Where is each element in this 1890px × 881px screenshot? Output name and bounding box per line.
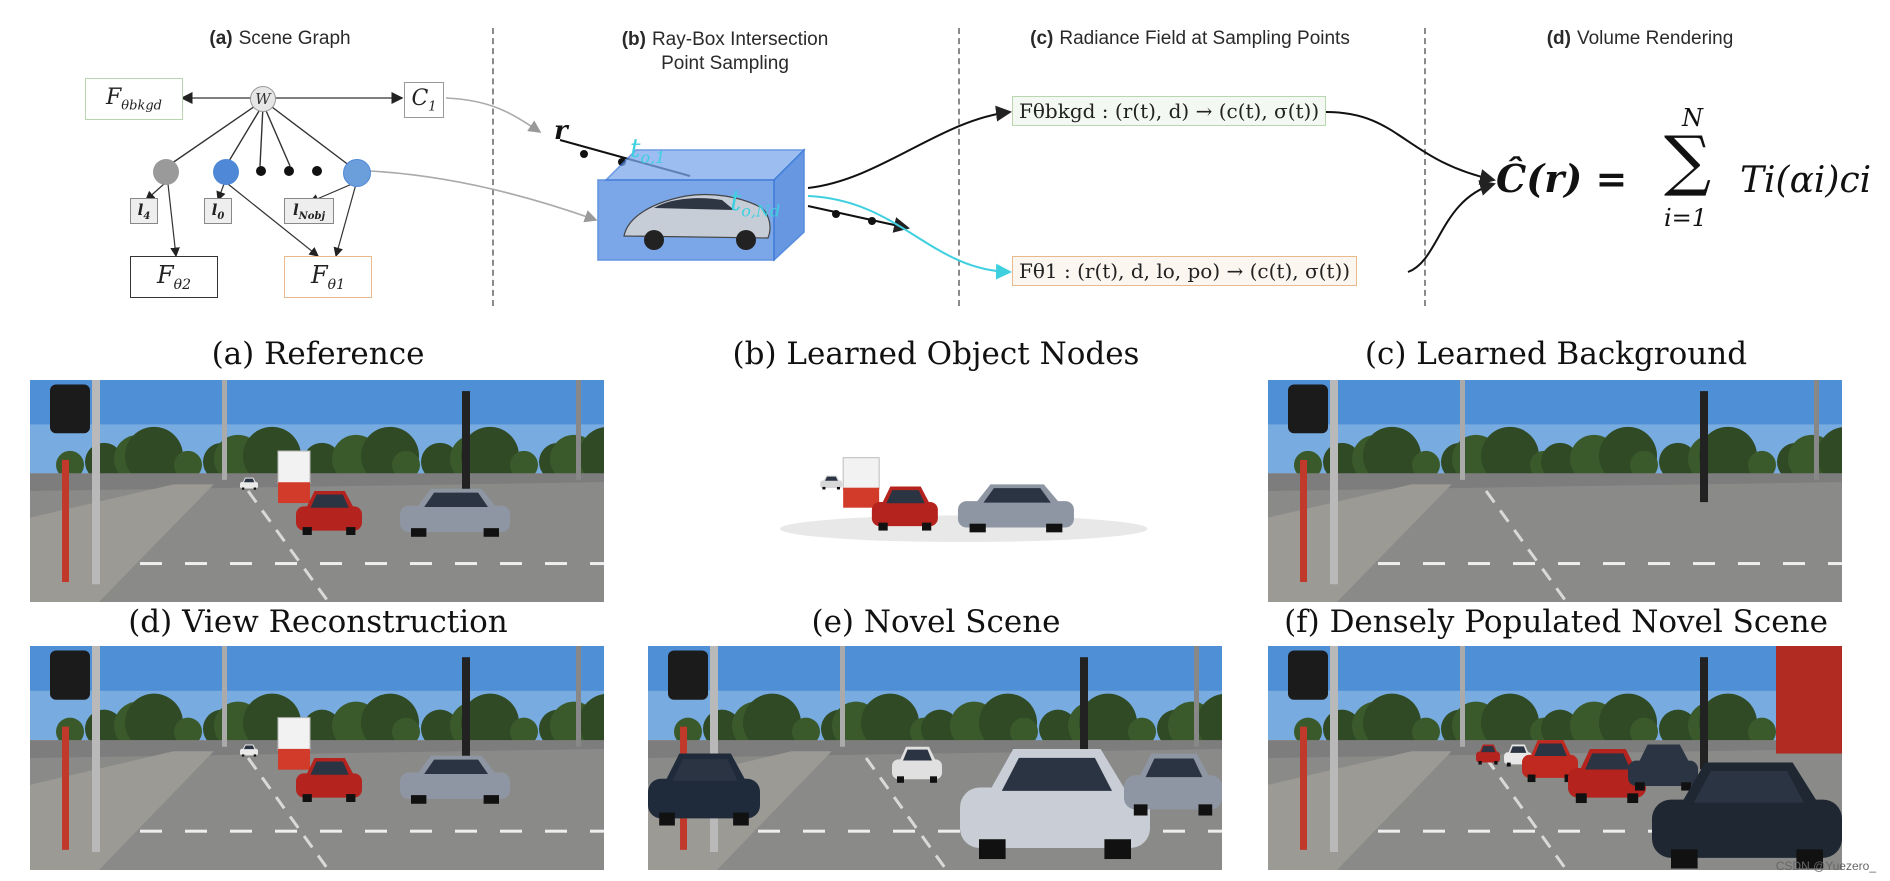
vehicles bbox=[240, 717, 510, 804]
vehicles bbox=[648, 746, 1222, 860]
section-title-volume-rendering: (d)Volume Rendering bbox=[1546, 28, 1734, 49]
panel-caption-reference: (a) Reference bbox=[211, 336, 425, 372]
car-white bbox=[892, 746, 942, 783]
diagram-edges bbox=[145, 92, 1496, 280]
panel-image-view-reconstruction bbox=[30, 646, 604, 870]
bounding-cube-icon bbox=[597, 148, 806, 262]
car-dark-near bbox=[1652, 762, 1842, 869]
equation-lhs: Ĉ(r) = bbox=[1496, 156, 1628, 201]
latent-box-l0: l0 bbox=[204, 198, 232, 224]
watermark: CSDN @Yuezero_ bbox=[1775, 859, 1876, 873]
traffic-light-pole bbox=[50, 646, 581, 853]
car-icon bbox=[623, 193, 771, 250]
object-node-blue-light bbox=[343, 159, 371, 187]
lane-markings bbox=[140, 757, 604, 870]
panel-image-novel-scene bbox=[648, 646, 1222, 870]
panel-caption-background: (c) Learned Background bbox=[1364, 336, 1748, 372]
panel-caption-dense-scene: (f) Densely Populated Novel Scene bbox=[1284, 604, 1828, 640]
object-model-box-f1: Fθ1 bbox=[284, 256, 372, 298]
sum-upper-limit: N bbox=[1682, 104, 1703, 132]
car-red bbox=[871, 486, 938, 531]
background-radiance-equation: Fθbkgd : (r(t), d) → (c(t), σ(t)) bbox=[1012, 96, 1327, 126]
car-wagon bbox=[960, 749, 1150, 860]
object-radiance-equation: Fθ1 : (r(t), d, lo, po) → (c(t), σ(t)) bbox=[1012, 256, 1358, 286]
car-silver bbox=[1124, 753, 1222, 816]
panel-image-dense-scene bbox=[1268, 646, 1842, 870]
panel-caption-view-reconstruction: (d) View Reconstruction bbox=[128, 604, 508, 640]
sample-t-oNd-label: to,Nd bbox=[730, 184, 781, 221]
camera-node-box: C1 bbox=[404, 82, 444, 118]
ray-label: r bbox=[554, 116, 568, 146]
car-silver bbox=[400, 488, 510, 537]
traffic-light-pole bbox=[50, 380, 581, 585]
latent-box-l4: l4 bbox=[130, 198, 158, 224]
car-distant bbox=[240, 477, 258, 490]
lane-markings bbox=[140, 490, 604, 602]
sum-lower-limit: i=1 bbox=[1664, 204, 1708, 232]
car-distant bbox=[820, 475, 843, 490]
sample-t-o1-label: to,1 bbox=[630, 134, 666, 168]
panel-image-reference bbox=[30, 380, 604, 602]
tree-line bbox=[56, 693, 604, 752]
car-red-small bbox=[1476, 744, 1500, 765]
ellipsis-dot bbox=[256, 166, 266, 176]
sum-symbol: ∑ bbox=[1664, 122, 1712, 199]
tree-line bbox=[674, 693, 1222, 752]
section-divider bbox=[1424, 28, 1426, 306]
truck bbox=[277, 450, 311, 504]
section-title-ray-box: (b)Ray-Box Intersection Point Sampling bbox=[621, 29, 829, 74]
section-title-radiance-field: (c)Radiance Field at Sampling Points bbox=[1030, 28, 1350, 49]
car-dark bbox=[1628, 744, 1698, 791]
panel-caption-novel-scene: (e) Novel Scene bbox=[811, 604, 1061, 640]
car-distant bbox=[240, 744, 258, 757]
panel-image-object-nodes bbox=[648, 380, 1222, 602]
car-dark bbox=[648, 753, 760, 826]
car-red-front bbox=[1568, 749, 1646, 804]
equation-rhs: Ti(αi)ci bbox=[1740, 160, 1872, 201]
object-node-blue bbox=[213, 159, 239, 185]
truck bbox=[842, 457, 880, 508]
lane-markings bbox=[1378, 490, 1842, 602]
car-silver bbox=[957, 484, 1074, 533]
car-red bbox=[296, 758, 362, 802]
vehicles bbox=[1476, 740, 1842, 869]
truck-trailer bbox=[1776, 646, 1842, 754]
volume-rendering-equation: Ĉ(r) = N ∑ i=1 Ti(αi)ci bbox=[1496, 104, 1876, 244]
object-model-box-f2: Fθ2 bbox=[130, 256, 218, 298]
world-root-node: W bbox=[250, 86, 276, 112]
section-divider bbox=[492, 28, 494, 306]
section-title-scene-graph: (a)Scene Graph bbox=[209, 28, 351, 49]
car-red bbox=[296, 491, 362, 535]
ellipsis-dot bbox=[284, 166, 294, 176]
object-node-grey bbox=[153, 159, 179, 185]
vehicles bbox=[240, 450, 510, 537]
section-divider bbox=[958, 28, 960, 306]
car-silver bbox=[400, 755, 510, 804]
panel-caption-object-nodes: (b) Learned Object Nodes bbox=[732, 336, 1140, 372]
traffic-light-pole bbox=[1288, 380, 1819, 585]
latent-box-lnobj: lNobj bbox=[284, 198, 334, 224]
panel-image-background bbox=[1268, 380, 1842, 602]
background-model-box: Fθbkgd bbox=[85, 78, 183, 120]
ellipsis-dot bbox=[312, 166, 322, 176]
truck bbox=[277, 717, 311, 770]
